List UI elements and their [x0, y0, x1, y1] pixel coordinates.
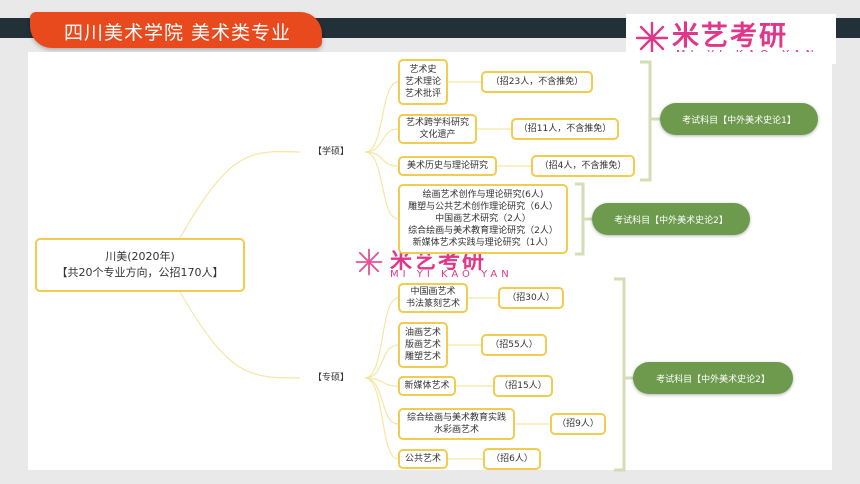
root-title: 川美(2020年)	[105, 250, 175, 263]
quota-text: （招23人，不含推免）	[490, 77, 584, 87]
major-line: 文化遗产	[419, 130, 456, 140]
starburst-icon	[355, 248, 383, 276]
quota-text: （招55人）	[490, 340, 538, 350]
exam-text: 考试科目【中外美术史论2】	[614, 215, 728, 226]
quota-node: （招15人）	[493, 375, 553, 397]
root-subtitle: 【共20个专业方向，公招170人】	[56, 266, 224, 279]
quota-node: （招23人，不含推免）	[481, 71, 593, 93]
major-line: 雕塑与公共艺术创作理论研究（6人）	[408, 202, 558, 212]
branch-zhuanshuo: 【专硕】	[298, 369, 364, 387]
watermark-subtext: MI YI KAO YAN	[390, 269, 513, 280]
logo-text: 米艺考研	[672, 21, 788, 52]
major-node: 美术历史与理论研究	[398, 156, 497, 176]
major-line: 艺术跨学科研究	[405, 118, 469, 128]
major-node: 中国画艺术 书法篆刻艺术	[398, 283, 468, 313]
quota-node: （招4人，不含推免）	[531, 155, 635, 177]
major-node: 艺术史 艺术理论 艺术批评	[398, 59, 448, 105]
major-line: 艺术理论	[404, 77, 441, 87]
quota-node: （招55人）	[481, 334, 547, 356]
major-line: 中国画艺术研究（2人）	[435, 214, 531, 224]
major-line: 新媒体艺术实践与理论研究（1人）	[412, 238, 554, 248]
quota-text: （招4人，不含推免）	[539, 161, 627, 171]
page-title: 四川美术学院 美术类专业	[64, 22, 292, 44]
major-node: 综合绘画与美术教育实践 水彩画艺术	[398, 408, 515, 440]
quota-text: （招30人）	[507, 293, 555, 303]
root-node: 川美(2020年) 【共20个专业方向，公招170人】	[35, 238, 245, 292]
branch-label: 【专硕】	[312, 373, 349, 383]
major-line: 雕塑艺术	[404, 352, 441, 362]
major-node: 新媒体艺术	[398, 376, 456, 396]
major-node: 艺术跨学科研究 文化遗产	[398, 114, 477, 144]
major-line: 书法篆刻艺术	[405, 299, 460, 309]
exam-pill: 考试科目【中外美术史论1】	[660, 103, 818, 135]
major-line: 艺术史	[409, 65, 437, 75]
major-line: 综合绘画与美术教育实践	[406, 413, 506, 423]
branch-xueshuo: 【学硕】	[298, 143, 364, 161]
major-line: 综合绘画与美术教育理论研究（2人）	[408, 226, 558, 236]
quota-text: （招15人）	[499, 381, 547, 391]
major-line: 美术历史与理论研究	[406, 161, 488, 171]
major-node: 油画艺术 版画艺术 雕塑艺术	[398, 322, 448, 368]
major-line: 油画艺术	[404, 328, 441, 338]
quota-node: （招30人）	[498, 287, 564, 309]
quota-text: （招6人）	[491, 454, 533, 464]
major-line: 绘画艺术创作与理论研究(6人)	[422, 190, 544, 200]
quota-text: （招9人）	[557, 419, 599, 429]
starburst-icon	[635, 21, 669, 55]
major-line: 艺术批评	[404, 89, 441, 99]
exam-pill: 考试科目【中外美术史论2】	[633, 362, 793, 394]
major-line: 中国画艺术	[410, 287, 456, 297]
quota-node: （招6人）	[483, 448, 541, 470]
major-line: 版画艺术	[404, 340, 441, 350]
quota-node: （招11人，不含推免）	[511, 118, 619, 140]
title-tab: 四川美术学院 美术类专业	[30, 12, 322, 48]
major-line: 水彩画艺术	[433, 425, 479, 435]
exam-text: 考试科目【中外美术史论2】	[656, 374, 770, 385]
branch-label: 【学硕】	[312, 147, 349, 157]
quota-node: （招9人）	[550, 413, 606, 435]
exam-text: 考试科目【中外美术史论1】	[682, 115, 796, 126]
major-line: 公共艺术	[404, 454, 441, 464]
major-node: 绘画艺术创作与理论研究(6人) 雕塑与公共艺术创作理论研究（6人） 中国画艺术研…	[398, 184, 568, 254]
quota-text: （招11人，不含推免）	[518, 124, 612, 134]
major-node: 公共艺术	[398, 449, 448, 469]
major-line: 新媒体艺术	[404, 381, 450, 391]
exam-pill: 考试科目【中外美术史论2】	[592, 203, 750, 235]
